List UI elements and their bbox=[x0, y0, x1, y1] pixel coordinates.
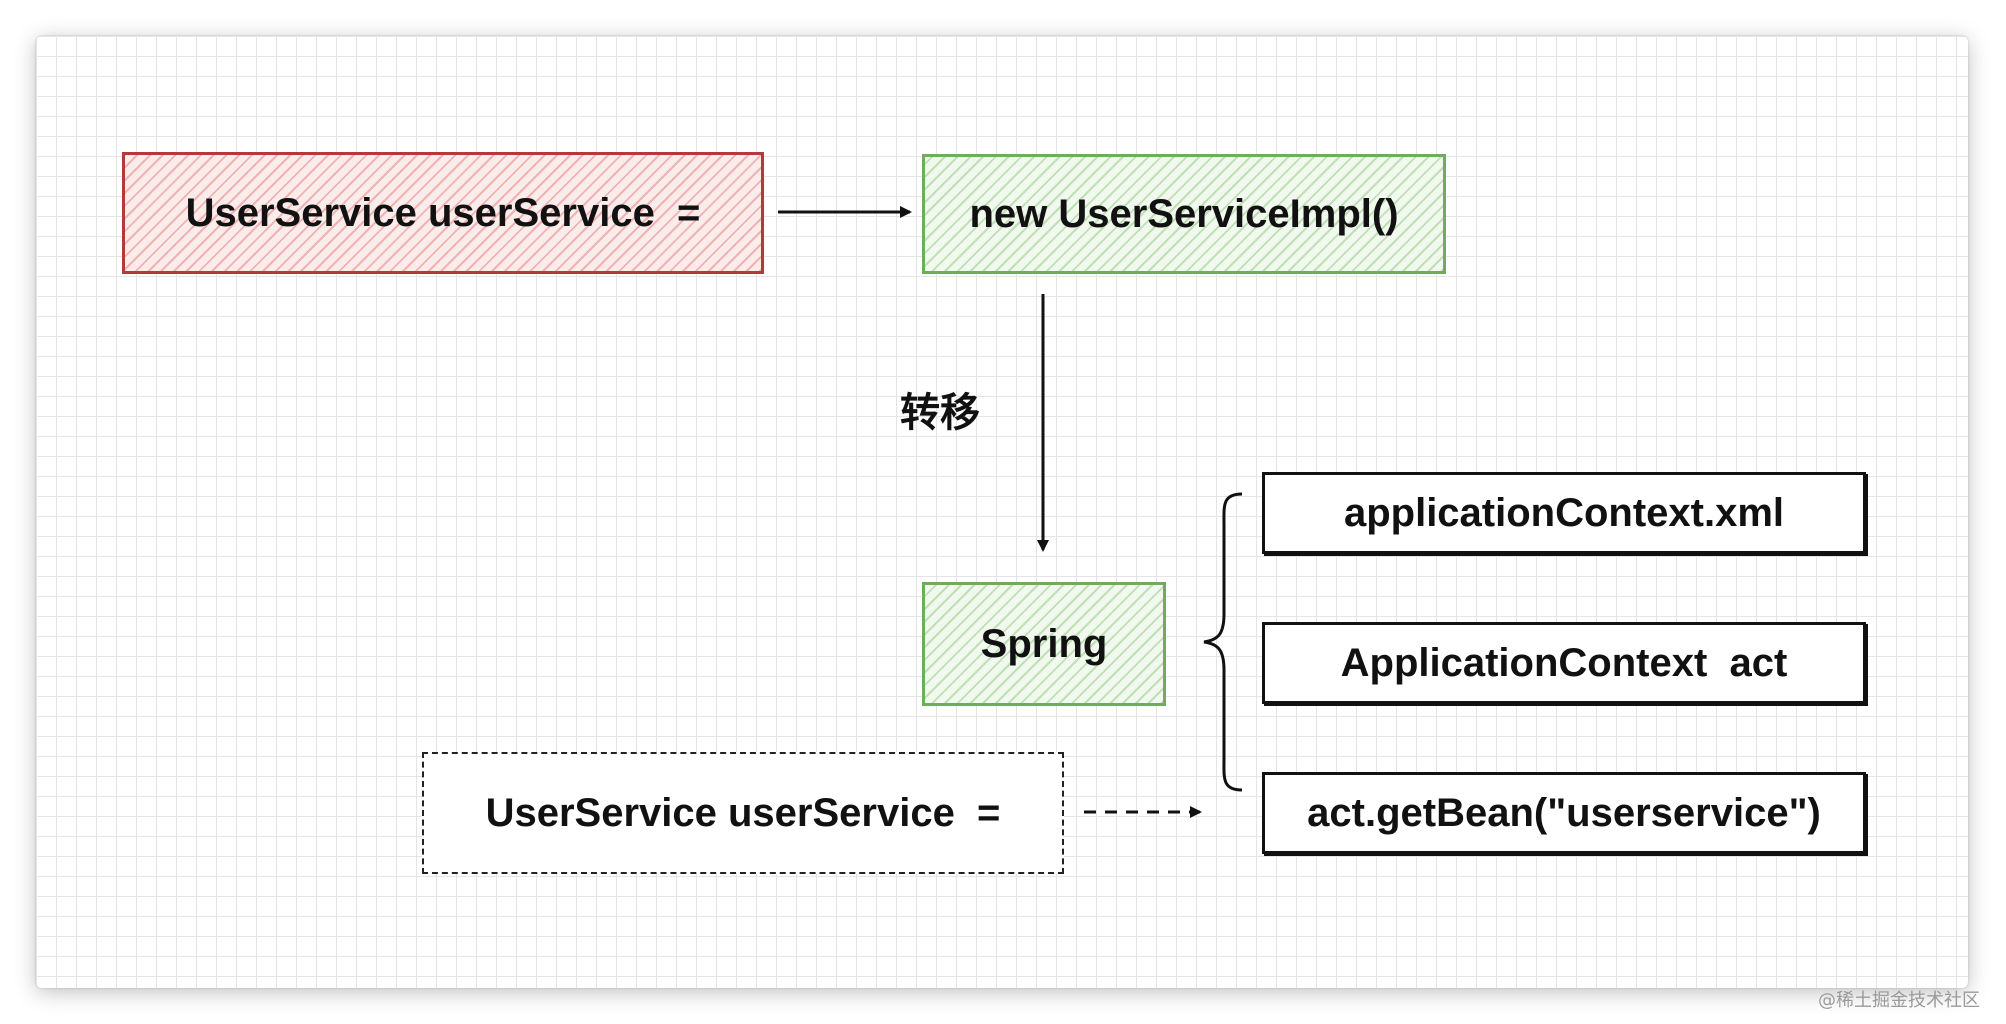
transfer-label: 转移 bbox=[900, 390, 980, 436]
user-service-declaration-box: UserService userService = bbox=[122, 152, 764, 274]
user-service-impl-box: new UserServiceImpl() bbox=[922, 154, 1446, 274]
watermark: @稀土掘金技术社区 bbox=[1818, 990, 1980, 1011]
application-context-var-box: ApplicationContext act bbox=[1262, 622, 1866, 704]
curly-brace bbox=[1203, 492, 1243, 792]
application-context-xml-box: applicationContext.xml bbox=[1262, 472, 1866, 554]
get-bean-box: act.getBean("userservice") bbox=[1262, 772, 1866, 854]
spring-container-box: Spring bbox=[922, 582, 1166, 706]
injected-declaration-box: UserService userService = bbox=[422, 752, 1064, 874]
